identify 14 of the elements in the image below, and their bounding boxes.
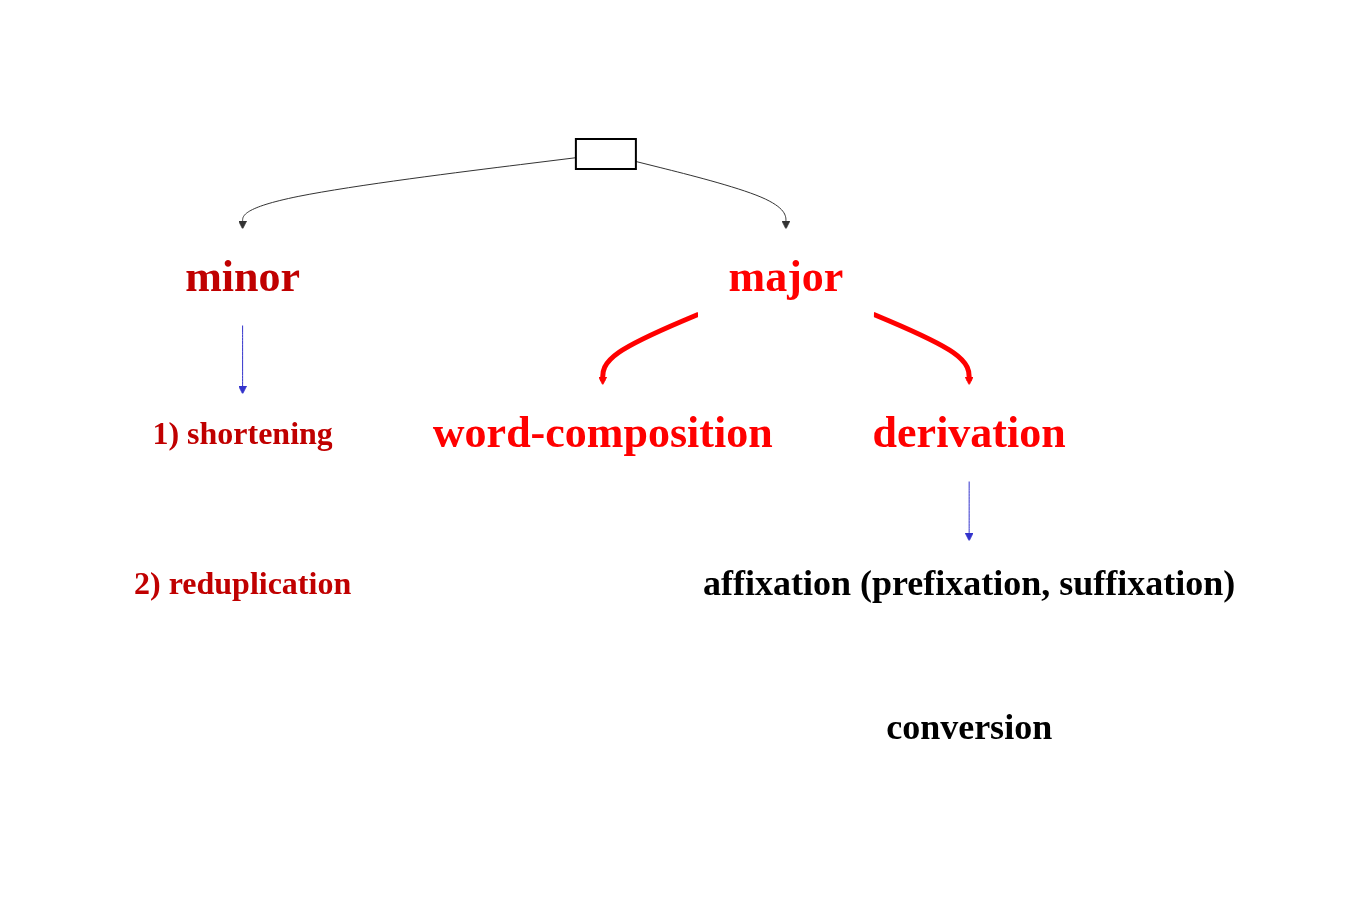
node-text: 1) shortening <box>152 414 334 451</box>
node-text: derivation <box>872 407 1067 457</box>
arrow <box>872 311 974 385</box>
node-text: major <box>728 251 844 301</box>
arrow <box>238 324 248 394</box>
node-text: minor <box>185 251 301 301</box>
arrow <box>598 311 700 385</box>
arrow <box>238 156 577 229</box>
node-text: word-composition <box>433 407 773 457</box>
node-box <box>575 137 638 170</box>
node-text: affixation (prefixation, suffixation) <box>703 562 1236 603</box>
node-text: 2) reduplication <box>134 564 352 601</box>
arrow <box>965 480 974 541</box>
node-text: conversion <box>886 706 1053 747</box>
